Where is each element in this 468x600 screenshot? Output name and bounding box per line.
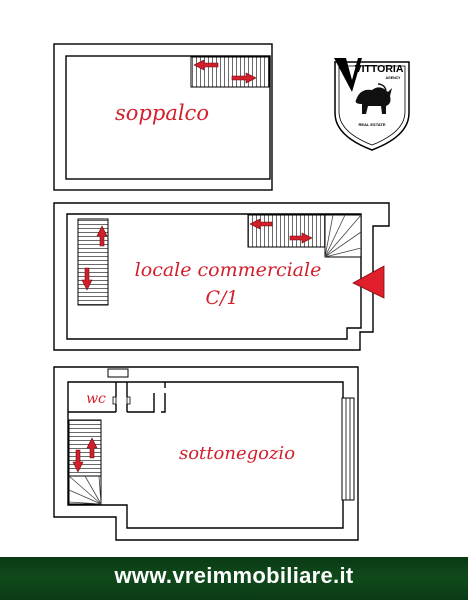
ground-stair-top xyxy=(247,214,326,248)
mezzanine-label: soppalco xyxy=(115,101,209,125)
logo-brand: VITTORIA xyxy=(355,63,404,75)
basement-inner-wall xyxy=(67,381,344,529)
basement-vent xyxy=(107,368,129,378)
basement-label: sottonegozio xyxy=(179,443,295,464)
stair-arrow-icon xyxy=(81,267,93,291)
logo-tagline: REAL ESTATE xyxy=(358,122,385,127)
website-link[interactable]: www.vreimmobiliare.it xyxy=(114,563,354,588)
stair-arrow-icon xyxy=(289,232,313,244)
basement-floor: wc sottonegozio xyxy=(53,366,359,541)
wc-walls xyxy=(68,382,166,413)
stair-arrow-icon xyxy=(96,225,108,247)
logo-sub: AGENCY xyxy=(386,76,402,80)
stair-arrow-icon xyxy=(231,72,257,84)
stair-arrow-icon xyxy=(193,59,219,71)
mezzanine-floor: soppalco xyxy=(53,43,273,191)
basement-window xyxy=(341,397,355,501)
stair-arrow-icon xyxy=(86,437,98,459)
agency-logo: VITTORIA AGENCY REAL ESTATE xyxy=(334,58,410,151)
entrance-arrow-icon xyxy=(352,265,385,299)
ground-label-line2: C/1 xyxy=(205,287,238,309)
bull-icon xyxy=(355,83,392,114)
wc-label: wc xyxy=(86,391,106,407)
ground-label-line1: locale commerciale xyxy=(135,259,322,281)
stair-arrow-icon xyxy=(249,218,273,230)
ground-floor: locale commerciale C/1 xyxy=(53,202,390,351)
footer-banner: www.vreimmobiliare.it xyxy=(0,557,468,600)
stair-arrow-icon xyxy=(72,449,84,473)
